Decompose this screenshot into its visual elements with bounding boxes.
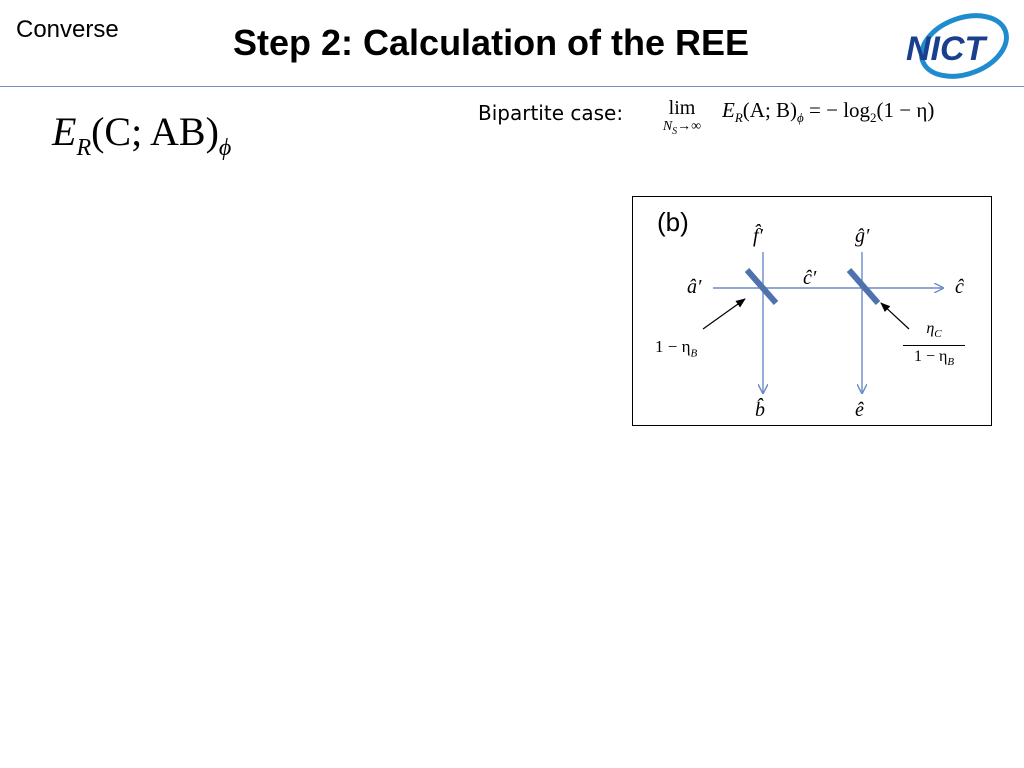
main-formula: ER(C; AB)ϕ — [52, 108, 231, 162]
diagram-canvas — [702, 252, 993, 427]
label-transmissivity-b: 1 − ηB — [655, 337, 698, 360]
label-c-prime: ĉ′ — [803, 267, 817, 289]
label-f-prime: f̂′ — [753, 225, 763, 247]
label-c: ĉ — [955, 276, 964, 298]
beam-splitter-diagram: (b) â′ ĉ′ ĉ f̂′ ĝ′ b̂ ê 1 − ηB ηC 1 − ηB — [632, 196, 992, 426]
limit-block: lim NS→∞ — [650, 98, 714, 141]
beam-splitter-right — [846, 268, 881, 305]
formula-state: ϕ — [218, 135, 232, 161]
limit-text: lim — [668, 97, 696, 119]
formula-symbol: E — [52, 109, 77, 154]
section-label: Converse — [16, 16, 119, 43]
pointer-arrow-left — [702, 298, 746, 330]
formula-sub: R — [76, 135, 92, 161]
beam-splitter-left — [744, 268, 779, 305]
transmissivity-ratio: ηC 1 − ηB — [903, 319, 965, 372]
label-a-prime: â′ — [687, 276, 702, 298]
bipartite-expression: ER(A; B)ϕ = − log2(1 − η) — [722, 98, 935, 126]
pointer-arrow-right — [880, 302, 910, 330]
label-b: b̂ — [755, 399, 765, 421]
bipartite-label: Bipartite case: — [478, 101, 624, 125]
slide-title: Step 2: Calculation of the REE — [233, 22, 750, 63]
label-g-prime: ĝ′ — [855, 225, 870, 247]
label-e: ê — [855, 399, 864, 421]
nict-logo: NICT — [906, 13, 1009, 79]
limit-subscript: NS→∞ — [662, 119, 702, 137]
title-divider — [0, 86, 1024, 87]
logo-text: NICT — [906, 30, 989, 68]
formula-args: (C; AB) — [91, 109, 219, 154]
panel-label: (b) — [657, 207, 689, 237]
